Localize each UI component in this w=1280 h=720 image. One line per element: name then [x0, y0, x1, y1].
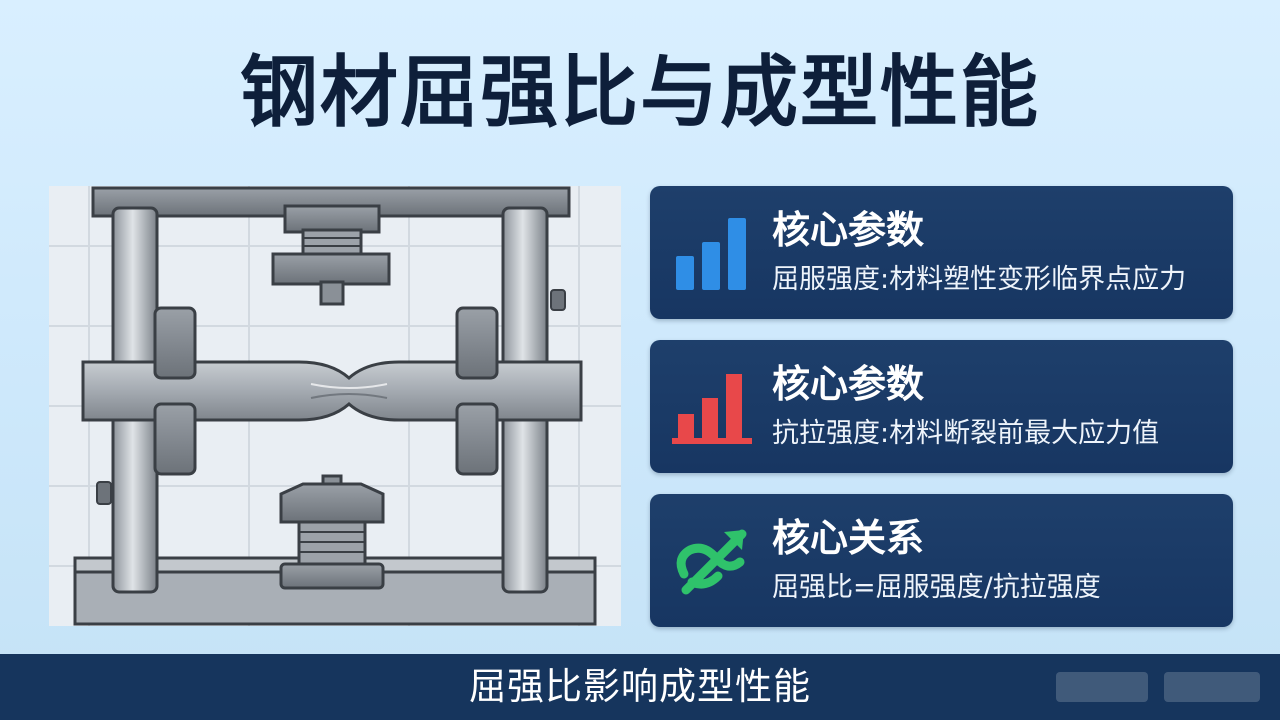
relation-arrow-icon	[670, 518, 754, 602]
page-title: 钢材屈强比与成型性能	[239, 48, 1040, 138]
bar-chart-icon	[670, 364, 754, 448]
tensile-test-illustration	[49, 186, 621, 626]
card-description: 抗拉强度:材料断裂前最大应力值	[772, 418, 1160, 449]
card-title: 核心关系	[772, 516, 925, 560]
footer-caption: 屈强比影响成型性能	[469, 665, 811, 708]
bar-chart-icon	[670, 210, 754, 294]
watermark-logo	[1054, 668, 1264, 706]
card-description: 屈服强度:材料塑性变形临界点应力	[772, 264, 1187, 295]
card-title: 核心参数	[772, 362, 925, 406]
card-description: 屈强比=屈服强度/抗拉强度	[772, 572, 1101, 603]
card-yield-strength: 核心参数 屈服强度:材料塑性变形临界点应力	[650, 186, 1233, 319]
footer-bar: 屈强比影响成型性能	[0, 654, 1280, 720]
card-relation: 核心关系 屈强比=屈服强度/抗拉强度	[650, 494, 1233, 627]
card-tensile-strength: 核心参数 抗拉强度:材料断裂前最大应力值	[650, 340, 1233, 473]
card-title: 核心参数	[772, 208, 925, 252]
